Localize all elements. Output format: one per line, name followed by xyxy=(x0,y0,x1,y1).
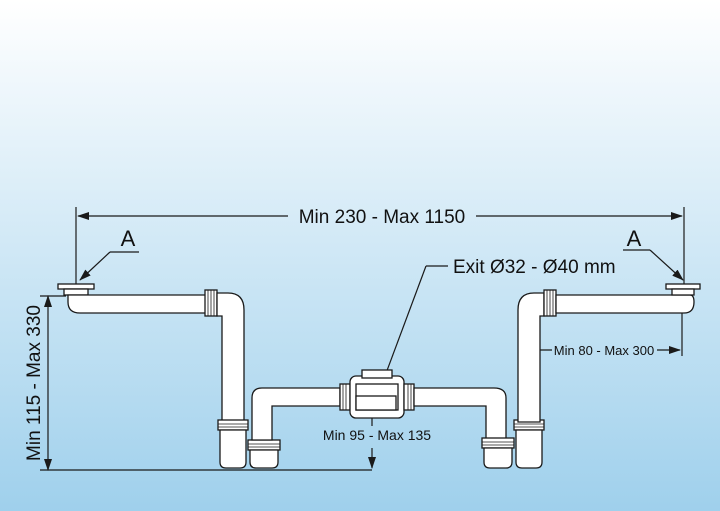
left-pipe-assembly xyxy=(57,283,281,469)
right-trap-bowl xyxy=(483,447,513,469)
outlet-offset-label: Min 80 - Max 300 xyxy=(554,343,654,358)
marker-a-right-label: A xyxy=(627,226,642,251)
center-exit-spigot xyxy=(355,395,397,411)
right-pipe-assembly xyxy=(481,283,701,469)
overall-width-label: Min 230 - Max 1150 xyxy=(299,207,466,228)
marker-a-right: A xyxy=(623,226,684,281)
right-trap-coupling xyxy=(481,437,515,449)
left-trap-coupling xyxy=(247,439,281,451)
center-connector-right xyxy=(413,387,507,441)
right-horizontal-pipe xyxy=(555,294,695,314)
right-connector-pipe xyxy=(413,387,507,441)
center-exit-fitting xyxy=(339,369,415,419)
marker-a-left-label: A xyxy=(121,226,136,251)
left-connector-pipe xyxy=(251,387,341,441)
left-outlet-body xyxy=(63,288,89,296)
left-horizontal-pipe xyxy=(67,294,207,314)
left-trap-body xyxy=(219,429,247,469)
center-connector-left xyxy=(251,387,341,441)
height-dimension: Min 115 - Max 330 xyxy=(24,295,372,471)
height-label: Min 115 - Max 330 xyxy=(24,305,45,461)
right-outlet-flange xyxy=(665,283,701,290)
center-left-nut xyxy=(339,383,351,411)
left-outlet-flange xyxy=(57,283,95,290)
exit-callout: Exit Ø32 - Ø40 mm xyxy=(381,257,616,385)
right-outlet-body xyxy=(671,288,695,296)
overall-width-dimension: Min 230 - Max 1150 xyxy=(75,207,685,287)
left-lower-nut xyxy=(217,419,249,431)
center-height-label: Min 95 - Max 135 xyxy=(323,427,431,443)
marker-a-left: A xyxy=(79,226,139,281)
center-top-cap xyxy=(361,369,393,379)
right-elbow-pipe xyxy=(517,292,545,423)
center-height-dimension: Min 95 - Max 135 xyxy=(323,418,431,469)
left-elbow-pipe xyxy=(216,292,245,423)
exit-label: Exit Ø32 - Ø40 mm xyxy=(453,257,616,278)
center-right-nut xyxy=(403,383,415,411)
left-trap-bowl xyxy=(249,449,279,469)
right-trap-body xyxy=(515,429,543,469)
